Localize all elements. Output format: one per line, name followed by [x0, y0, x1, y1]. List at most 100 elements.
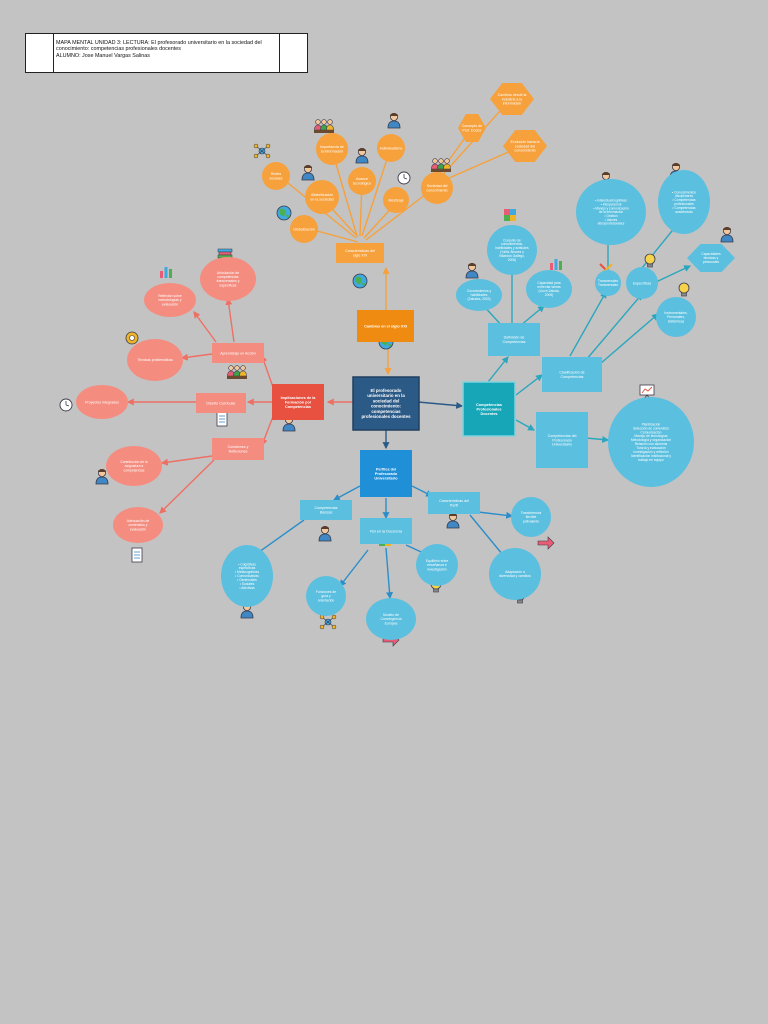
- node-conjunto-shape: [487, 225, 537, 275]
- bulb-icon: [678, 282, 690, 297]
- node-globalizacion-label: Globalización: [293, 227, 315, 231]
- node-cognitivas-list[interactable]: • Cognitivas específicas• Metacognitivas…: [221, 545, 273, 607]
- chart-icon: [550, 259, 562, 270]
- node-individualismo[interactable]: Individualismo: [377, 134, 405, 162]
- node-rol-docencia[interactable]: Rol en la Docencia: [360, 518, 412, 544]
- puzzle-icon: [504, 209, 516, 221]
- node-articulacion[interactable]: Articulación decompetenciastransversales…: [200, 257, 256, 301]
- node-mestizaje-label: Mestizaje: [388, 198, 403, 202]
- node-cuestiones-reflexiones-label: Cuestiones y: [228, 445, 249, 449]
- node-caracteristicas-siglo-xxi-shape: [336, 243, 384, 263]
- node-especificas-list[interactable]: • Conocimientos disciplinares• Competenc…: [658, 170, 710, 234]
- node-transversales-list[interactable]: • Intelectual/cognitivas• Interpersonal•…: [576, 179, 646, 245]
- conn-perf-basicas: [332, 485, 361, 501]
- node-funciones-guia-label: orientación: [318, 598, 335, 602]
- node-cognitivas-list-label: • Comunicativas: [235, 574, 259, 578]
- conn-central-competencias: [417, 401, 464, 409]
- node-instrumentales[interactable]: Instrumentales,Personales,Sistémicas: [656, 297, 696, 337]
- node-proyectos-integrados[interactable]: Proyectos integrados: [76, 385, 128, 419]
- network-icon: [319, 614, 337, 630]
- node-cambios-siglo-xxi[interactable]: Cambios en el siglo XXI: [357, 310, 414, 342]
- conn-rol-funciones: [339, 549, 369, 587]
- title-line-3: ALUMNO: Jose Manuel Vargas Salinas: [56, 52, 150, 59]
- node-mestizaje[interactable]: Mestizaje: [383, 187, 409, 213]
- node-transversales-list-label: • Manejo y comunicación: [593, 206, 629, 210]
- node-conocimientos-habilidades-shape: [456, 279, 502, 311]
- node-articulacion-label: competencias: [218, 275, 239, 279]
- node-diseno-curricular[interactable]: Diseño Curricular: [196, 393, 246, 413]
- node-modelo-europeo-label: Europea: [385, 621, 398, 625]
- node-definicion-label: Competencias: [503, 340, 526, 344]
- node-clasificacion-label: Competencias: [561, 375, 584, 379]
- node-transferencia-label: polivalente: [523, 519, 539, 523]
- node-importancia-informacion-shape: [316, 133, 348, 165]
- node-competencias-del-profesorado-shape: [536, 412, 588, 468]
- conn-def-capacidad: [519, 305, 545, 327]
- clock-icon: [397, 171, 411, 185]
- node-cognitivas-list-label: • Afectivas: [239, 586, 255, 590]
- node-transversales-label: Transversales: [598, 283, 618, 287]
- node-globalizacion[interactable]: Globalización: [290, 215, 318, 243]
- node-avance-tecnologico-label: tecnológico: [353, 181, 371, 185]
- node-tecnicas-problematicas[interactable]: Técnicas problemáticas: [127, 339, 183, 381]
- node-cambios-siglo-xxi-shape: [357, 310, 414, 342]
- node-conocimientos-habilidades-label: Conocimientos y: [467, 289, 492, 293]
- node-aprendizaje-accion[interactable]: Aprendizaje en Acción: [212, 343, 264, 363]
- doc-icon: [131, 547, 143, 563]
- central-topic-label: sociedad del: [373, 398, 400, 403]
- node-competencias-del-profesorado-label: Profesorado: [552, 438, 572, 442]
- title-box: MAPA MENTAL UNIDAD 3: LECTURA: El profes…: [25, 33, 308, 73]
- node-capacidades-label: técnicas y: [704, 256, 719, 260]
- node-capacidad-tareas-label: (Lluch Zabala,: [539, 289, 560, 293]
- node-adaptacion-shape: [489, 548, 541, 600]
- node-individualismo-label: Individualismo: [380, 146, 403, 150]
- node-evolucion-sociedad-shape: [503, 130, 547, 162]
- node-especificas-shape: [626, 267, 658, 299]
- node-importancia-informacion-label: Importancia de: [320, 145, 344, 149]
- central-topic-label: El profesorado: [371, 388, 402, 393]
- central-topic-label: conocimiento:: [371, 404, 402, 409]
- node-instrumentales-label: Instrumentales,: [664, 311, 687, 315]
- node-cambios-industria-label: industria a la: [502, 97, 522, 101]
- node-especificas[interactable]: Específicas: [626, 267, 658, 299]
- node-cognitivas-list-label: específicas: [239, 566, 256, 570]
- node-instrumentales-shape: [656, 297, 696, 337]
- node-lista-competencias-label: Manejo de tecnologías: [634, 434, 668, 438]
- node-reflexion-metodologias-label: Reflexión sobre: [158, 294, 182, 298]
- node-cambios-siglo-xxi-label: Cambios en el siglo XXI: [364, 324, 407, 328]
